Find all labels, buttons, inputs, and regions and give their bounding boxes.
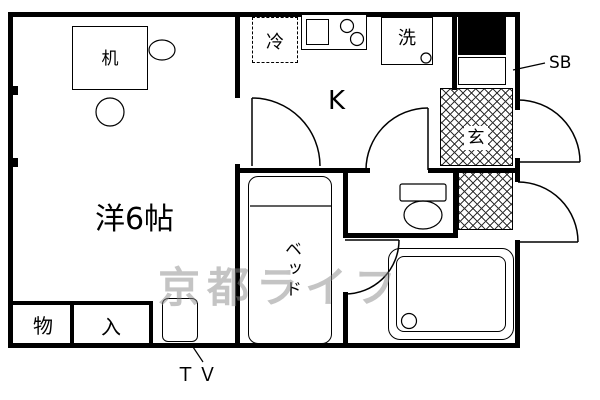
- wall-kitchen-bottom-left: [235, 168, 370, 173]
- room-label: 洋6帖: [94, 202, 175, 237]
- wall-room-divider-lower: [235, 164, 240, 348]
- bed-label: ベッド: [281, 240, 301, 300]
- stool-icon: [95, 97, 125, 127]
- storage-label: 物: [33, 314, 53, 338]
- wall-kitchen-right: [452, 12, 457, 90]
- wall-tick-upper: [13, 86, 18, 95]
- wall-right-upper: [515, 12, 520, 110]
- bed-box: [248, 176, 332, 344]
- chair-icon: [148, 39, 176, 61]
- wall-tick-lower: [13, 158, 18, 167]
- wall-left: [8, 12, 13, 348]
- wall-top: [8, 12, 520, 17]
- watermark-text: 京都ライフ: [158, 263, 404, 312]
- wall-washroom-left-lower: [343, 292, 348, 348]
- wall-bottom: [8, 343, 520, 348]
- door-arc-entrance: [517, 99, 581, 163]
- wall-toilet-right: [453, 168, 458, 235]
- shaft-box: [458, 17, 506, 55]
- kitchen-label: K: [328, 86, 346, 116]
- desk-label: 机: [101, 49, 119, 69]
- door-arc-room: [251, 97, 321, 167]
- toilet-tank-icon: [399, 183, 447, 202]
- toilet-bowl-icon: [403, 200, 443, 230]
- door-arc-hall: [365, 107, 429, 171]
- wall-room-divider-upper: [235, 12, 240, 98]
- tv-label: ＴＶ: [176, 364, 221, 386]
- door-arc-service: [517, 181, 579, 243]
- entry-label: 入: [101, 315, 121, 339]
- pipe-space-hatch-area: [458, 170, 513, 230]
- genkan-label: 玄: [464, 126, 488, 150]
- wall-toilet-bottom: [343, 233, 458, 238]
- wall-closet-divider: [70, 301, 74, 348]
- shoebox-label: SB: [549, 53, 572, 73]
- wall-closet-right: [149, 301, 153, 348]
- shoebox-box: [458, 57, 506, 85]
- sink-box: [306, 19, 329, 45]
- wall-washroom-left-upper: [343, 168, 348, 238]
- wall-right-lower: [515, 240, 520, 348]
- washer-label: 洗: [398, 28, 416, 49]
- tv-stand-box: [162, 298, 198, 342]
- fridge-box: [252, 17, 298, 63]
- wall-kitchen-bottom-right: [428, 168, 520, 173]
- fridge-label: 冷: [266, 32, 284, 53]
- wall-closet-top: [8, 301, 153, 305]
- bathtub-inner: [396, 256, 506, 332]
- desk-box: [72, 26, 148, 90]
